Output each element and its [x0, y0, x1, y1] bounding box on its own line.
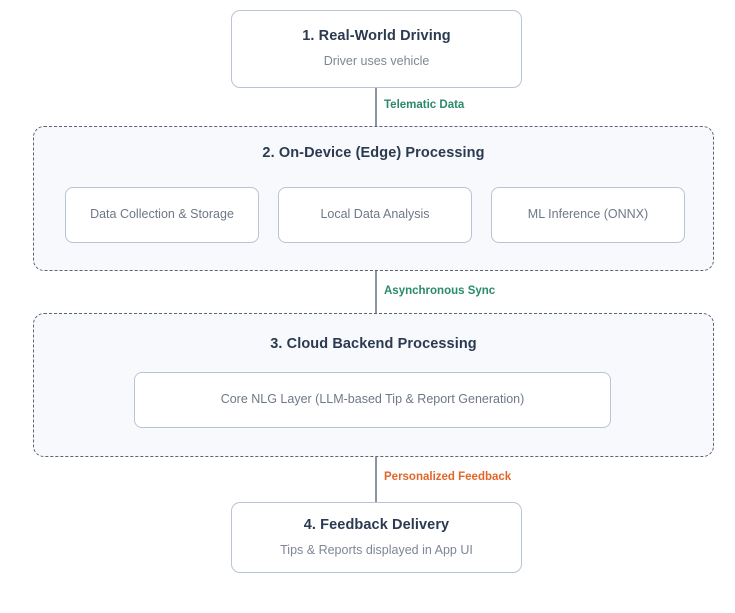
connector-stage1-to-stage2 [375, 88, 377, 127]
stage-2-item-data-collection-storage[interactable]: Data Collection & Storage [65, 187, 259, 243]
connector-stage2-to-stage3 [375, 271, 377, 313]
stage-2-item-local-data-analysis[interactable]: Local Data Analysis [278, 187, 472, 243]
edge-label-telematic-data: Telematic Data [384, 99, 465, 111]
stage-2-title: 2. On-Device (Edge) Processing [262, 145, 485, 161]
stage-3-item-label: Core NLG Layer (LLM-based Tip & Report G… [220, 392, 525, 407]
stage-4-subtitle: Tips & Reports displayed in App UI [280, 542, 473, 557]
connector-stage3-to-stage4 [375, 457, 377, 502]
stage-3-cloud-backend-processing: 3. Cloud Backend Processing Core NLG Lay… [33, 313, 714, 457]
stage-4-title: 4. Feedback Delivery [303, 516, 450, 533]
edge-label-personalized-feedback: Personalized Feedback [384, 471, 512, 483]
stage-1-subtitle: Driver uses vehicle [323, 54, 430, 69]
stage-2-item-ml-inference-onnx[interactable]: ML Inference (ONNX) [491, 187, 685, 243]
stage-3-title: 3. Cloud Backend Processing [270, 336, 477, 352]
stage-2-item-label: ML Inference (ONNX) [527, 207, 649, 222]
stage-3-item-core-nlg-layer[interactable]: Core NLG Layer (LLM-based Tip & Report G… [134, 372, 611, 428]
stage-1-title: 1. Real-World Driving [302, 28, 451, 45]
edge-label-asynchronous-sync: Asynchronous Sync [384, 285, 496, 297]
stage-2-item-label: Local Data Analysis [320, 207, 430, 222]
stage-2-item-label: Data Collection & Storage [90, 207, 234, 222]
stage-2-on-device-edge-processing: 2. On-Device (Edge) Processing Data Coll… [33, 126, 714, 271]
stage-1-real-world-driving[interactable]: 1. Real-World Driving Driver uses vehicl… [231, 10, 522, 88]
stage-4-feedback-delivery[interactable]: 4. Feedback Delivery Tips & Reports disp… [231, 502, 522, 573]
